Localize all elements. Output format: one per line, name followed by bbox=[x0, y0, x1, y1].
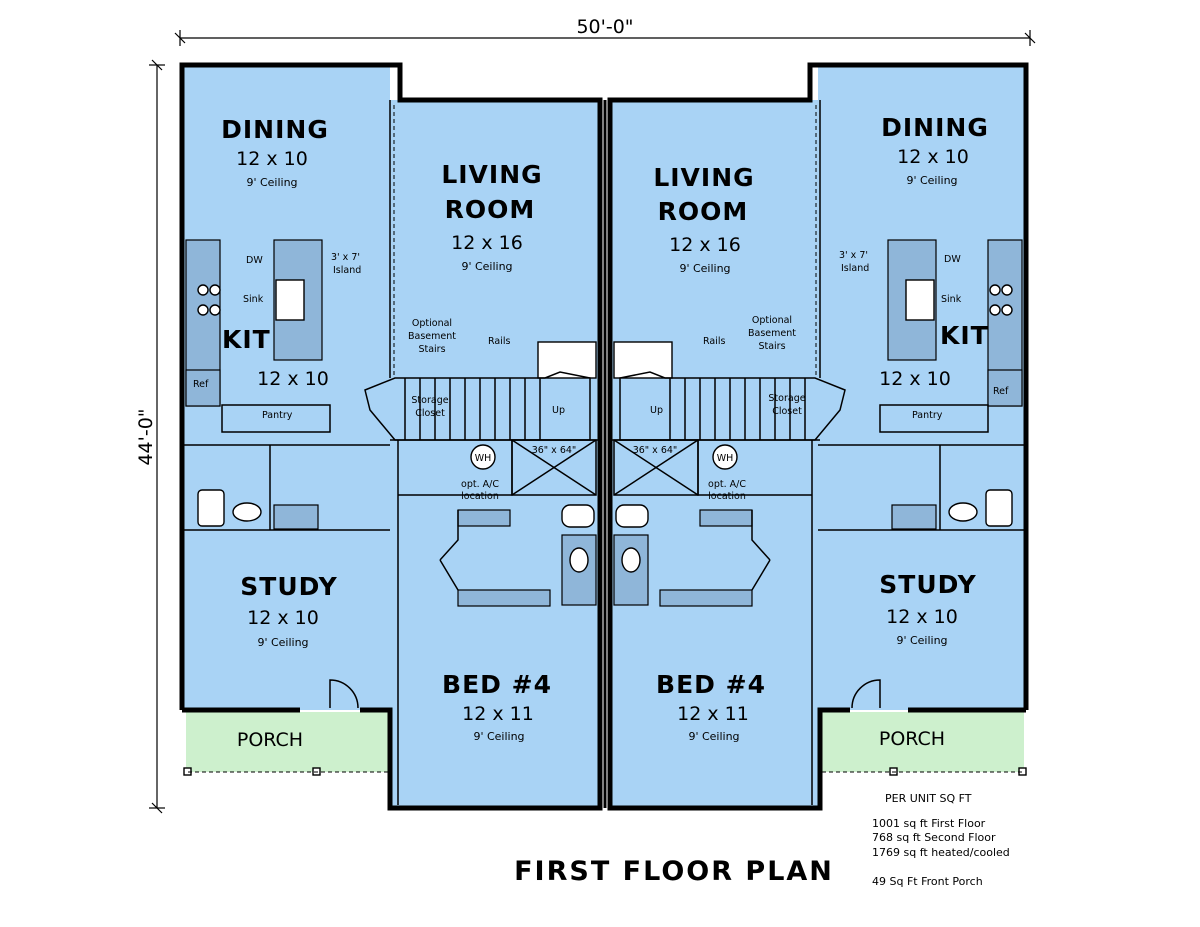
right-pantry-label: Pantry bbox=[912, 410, 943, 421]
left-dw-label: DW bbox=[246, 255, 263, 266]
width-dimension: 50'-0" bbox=[576, 16, 633, 38]
left-kitchen-size: 12 x 10 bbox=[257, 368, 329, 390]
left-kitchen-name: KIT bbox=[222, 325, 271, 354]
right-sink-label: Sink bbox=[941, 294, 962, 305]
sqft-porch: 49 Sq Ft Front Porch bbox=[872, 875, 983, 888]
right-basement-label-2: Basement bbox=[748, 328, 796, 339]
right-exterior-wall bbox=[607, 62, 1029, 811]
right-bed-ceiling: 9' Ceiling bbox=[688, 730, 739, 743]
right-up-label: Up bbox=[650, 405, 663, 416]
right-porch-area bbox=[822, 712, 1024, 772]
left-unit bbox=[179, 62, 603, 811]
left-storage-label-2: Closet bbox=[415, 408, 445, 419]
left-porch-label: PORCH bbox=[237, 729, 303, 751]
right-storage-label-1: Storage bbox=[768, 393, 805, 404]
left-exterior-wall bbox=[179, 62, 603, 811]
right-study-size: 12 x 10 bbox=[886, 606, 958, 628]
right-basement-label-3: Stairs bbox=[758, 341, 785, 352]
right-study-name: STUDY bbox=[879, 570, 976, 599]
dimension-lines bbox=[149, 30, 1036, 814]
left-pantry-label: Pantry bbox=[262, 410, 293, 421]
right-unit bbox=[607, 62, 1029, 811]
right-island-label-2: Island bbox=[841, 263, 869, 274]
left-dining-name: DINING bbox=[221, 115, 329, 144]
left-ref-label: Ref bbox=[193, 379, 209, 390]
right-island-label-1: 3' x 7' bbox=[839, 250, 868, 261]
right-ac-label-1: opt. A/C bbox=[708, 479, 746, 490]
left-bed-size: 12 x 11 bbox=[462, 703, 534, 725]
right-ac-label-2: location bbox=[708, 491, 746, 502]
right-living-size: 12 x 16 bbox=[669, 234, 741, 256]
right-living-name-2: ROOM bbox=[658, 197, 749, 226]
right-rails-label: Rails bbox=[703, 336, 725, 347]
left-ac-label-1: opt. A/C bbox=[461, 479, 499, 490]
left-living-ceiling: 9' Ceiling bbox=[461, 260, 512, 273]
right-bed-size: 12 x 11 bbox=[677, 703, 749, 725]
left-living-name-1: LIVING bbox=[441, 160, 542, 189]
left-island-label-2: Island bbox=[333, 265, 361, 276]
left-living-size: 12 x 16 bbox=[451, 232, 523, 254]
right-ref-label: Ref bbox=[993, 386, 1009, 397]
sqft-total: 1769 sq ft heated/cooled bbox=[872, 846, 1010, 859]
left-up-label: Up bbox=[552, 405, 565, 416]
right-attic-label: 36" x 64" bbox=[633, 445, 678, 456]
left-study-name: STUDY bbox=[240, 572, 337, 601]
left-porch-area bbox=[186, 712, 388, 772]
left-bed-ceiling: 9' Ceiling bbox=[473, 730, 524, 743]
right-basement-label-1: Optional bbox=[752, 315, 792, 326]
right-stairs bbox=[619, 371, 846, 441]
right-dw-label: DW bbox=[944, 254, 961, 265]
right-dining-size: 12 x 10 bbox=[897, 146, 969, 168]
right-kitchen-name: KIT bbox=[940, 321, 989, 350]
right-dining-name: DINING bbox=[881, 113, 989, 142]
left-living-name-2: ROOM bbox=[445, 195, 536, 224]
left-sink-label: Sink bbox=[243, 294, 264, 305]
left-island-label-1: 3' x 7' bbox=[331, 252, 360, 263]
left-wh-label: WH bbox=[475, 453, 492, 464]
depth-dimension: 44'-0" bbox=[135, 408, 157, 465]
plan-title: FIRST FLOOR PLAN bbox=[514, 856, 834, 887]
right-kitchen-size: 12 x 10 bbox=[879, 368, 951, 390]
left-study-ceiling: 9' Ceiling bbox=[257, 636, 308, 649]
left-rails-label: Rails bbox=[488, 336, 510, 347]
left-basement-label-3: Stairs bbox=[418, 344, 445, 355]
right-study-ceiling: 9' Ceiling bbox=[896, 634, 947, 647]
right-storage-label-2: Closet bbox=[772, 406, 802, 417]
left-basement-label-1: Optional bbox=[412, 318, 452, 329]
left-attic-label: 36" x 64" bbox=[532, 445, 577, 456]
sqft-header: PER UNIT SQ FT bbox=[885, 792, 972, 805]
left-basement-label-2: Basement bbox=[408, 331, 456, 342]
right-living-ceiling: 9' Ceiling bbox=[679, 262, 730, 275]
right-wh-label: WH bbox=[717, 453, 734, 464]
left-storage-label-1: Storage bbox=[411, 395, 448, 406]
left-dining-ceiling: 9' Ceiling bbox=[246, 176, 297, 189]
sqft-first: 1001 sq ft First Floor bbox=[872, 817, 986, 830]
left-study-size: 12 x 10 bbox=[247, 607, 319, 629]
left-bed-name: BED #4 bbox=[442, 670, 552, 699]
right-bed-name: BED #4 bbox=[656, 670, 766, 699]
right-living-name-1: LIVING bbox=[653, 163, 754, 192]
left-dining-size: 12 x 10 bbox=[236, 148, 308, 170]
left-ac-label-2: location bbox=[461, 491, 499, 502]
sqft-second: 768 sq ft Second Floor bbox=[872, 831, 996, 844]
right-dining-ceiling: 9' Ceiling bbox=[906, 174, 957, 187]
right-porch-label: PORCH bbox=[879, 728, 945, 750]
left-stairs bbox=[364, 371, 591, 441]
